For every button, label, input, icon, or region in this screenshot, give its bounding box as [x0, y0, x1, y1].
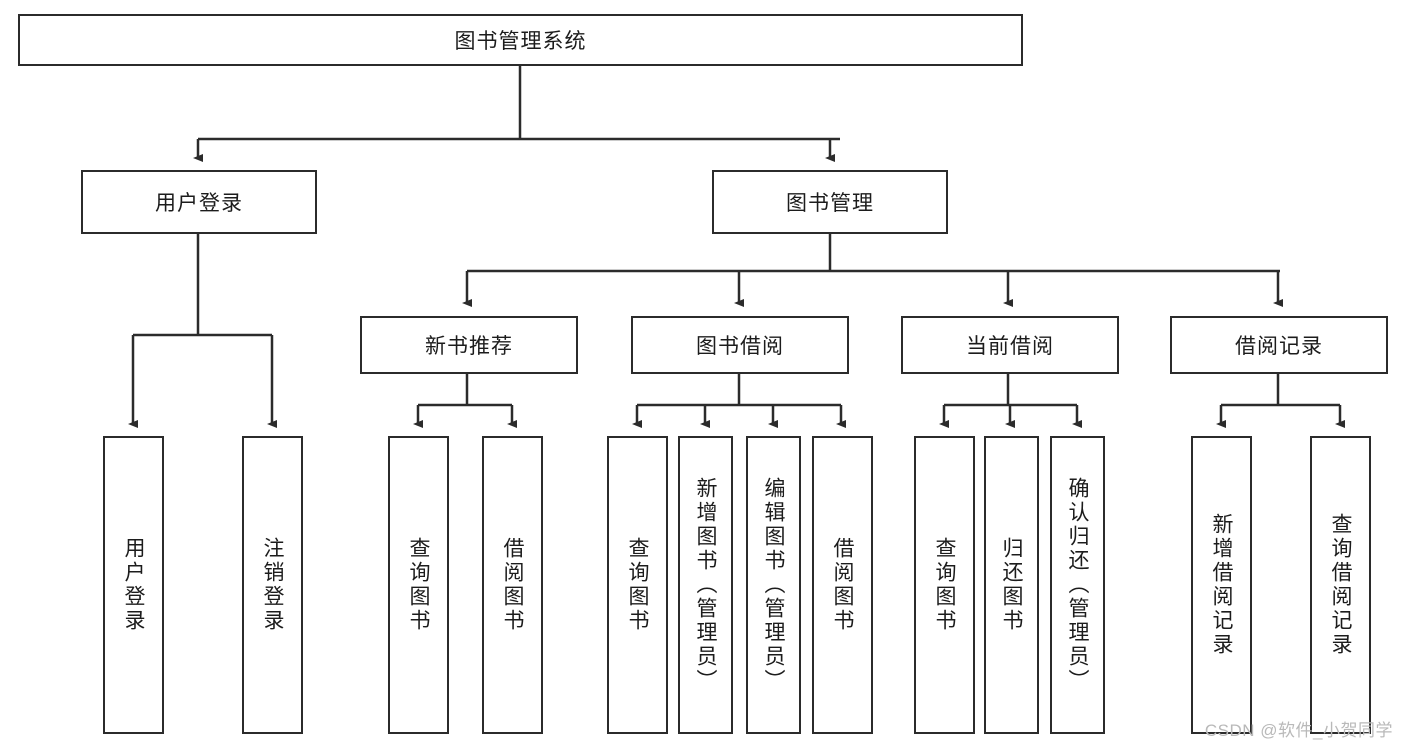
watermark: CSDN @软件_小贺同学 [1204, 721, 1393, 740]
leaf-bookborrow-query-book-label: 查询图书 [626, 537, 650, 633]
node-current-borrow-label: 当前借阅 [966, 335, 1054, 358]
leaf-bookborrow-edit-book[interactable]: 编辑图书（管理员） [746, 436, 801, 734]
node-root[interactable]: 图书管理系统 [18, 14, 1023, 66]
leaf-currentborrow-return-book[interactable]: 归还图书 [984, 436, 1039, 734]
leaf-logout-label: 注销登录 [261, 537, 285, 633]
leaf-bookborrow-edit-book-label: 编辑图书（管理员） [762, 477, 786, 693]
leaf-bookborrow-query-book[interactable]: 查询图书 [607, 436, 668, 734]
leaf-currentborrow-return-book-label: 归还图书 [1000, 537, 1024, 633]
leaf-bookborrow-borrow-book[interactable]: 借阅图书 [812, 436, 873, 734]
leaf-logout[interactable]: 注销登录 [242, 436, 303, 734]
leaf-borrowrecord-add-record[interactable]: 新增借阅记录 [1191, 436, 1252, 734]
leaf-newbook-query-book-label: 查询图书 [407, 537, 431, 633]
leaf-bookborrow-borrow-book-label: 借阅图书 [831, 537, 855, 633]
leaf-currentborrow-confirm-return-label: 确认归还（管理员） [1066, 477, 1090, 693]
leaf-newbook-borrow-book[interactable]: 借阅图书 [482, 436, 543, 734]
leaf-user-login-label: 用户登录 [122, 537, 146, 633]
node-new-book-recommend[interactable]: 新书推荐 [360, 316, 578, 374]
node-book-manage-label: 图书管理 [786, 192, 874, 215]
node-current-borrow[interactable]: 当前借阅 [901, 316, 1119, 374]
node-book-manage[interactable]: 图书管理 [712, 170, 948, 234]
node-borrow-record-label: 借阅记录 [1235, 335, 1323, 358]
leaf-currentborrow-query-book-label: 查询图书 [933, 537, 957, 633]
leaf-newbook-borrow-book-label: 借阅图书 [501, 537, 525, 633]
leaf-bookborrow-add-book[interactable]: 新增图书（管理员） [678, 436, 733, 734]
leaf-borrowrecord-add-record-label: 新增借阅记录 [1210, 513, 1234, 657]
node-book-borrow-label: 图书借阅 [696, 335, 784, 358]
leaf-bookborrow-add-book-label: 新增图书（管理员） [694, 477, 718, 693]
node-root-label: 图书管理系统 [454, 30, 587, 53]
node-user-login[interactable]: 用户登录 [81, 170, 317, 234]
leaf-borrowrecord-query-record-label: 查询借阅记录 [1329, 513, 1353, 657]
node-borrow-record[interactable]: 借阅记录 [1170, 316, 1388, 374]
leaf-currentborrow-query-book[interactable]: 查询图书 [914, 436, 975, 734]
leaf-user-login[interactable]: 用户登录 [103, 436, 164, 734]
leaf-borrowrecord-query-record[interactable]: 查询借阅记录 [1310, 436, 1371, 734]
node-book-borrow[interactable]: 图书借阅 [631, 316, 849, 374]
leaf-currentborrow-confirm-return[interactable]: 确认归还（管理员） [1050, 436, 1105, 734]
node-user-login-label: 用户登录 [155, 192, 243, 215]
leaf-newbook-query-book[interactable]: 查询图书 [388, 436, 449, 734]
node-new-book-recommend-label: 新书推荐 [425, 335, 513, 358]
